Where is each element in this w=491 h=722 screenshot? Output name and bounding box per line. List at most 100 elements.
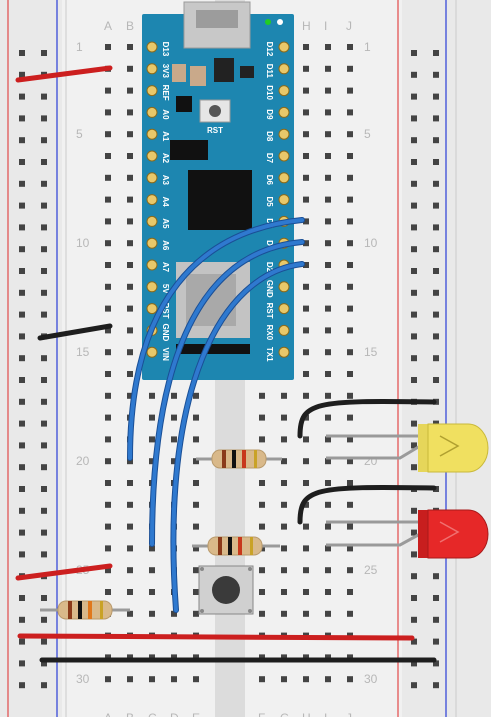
rail-hole [19,420,25,427]
rail-hole [19,442,25,449]
hole [105,480,111,486]
rail-hole [19,464,25,471]
hole [325,676,331,683]
rail-hole [19,507,25,514]
rail-hole [19,333,25,340]
hole [281,392,287,399]
rail-hole [411,660,417,667]
hole [303,87,309,94]
hole [193,392,199,399]
hole [347,305,353,312]
arduino-pin-label: VIN [161,348,170,362]
hole [303,262,309,268]
hole [105,545,111,552]
hole [171,458,177,465]
rail-hole [19,159,25,165]
arduino-pin-label: D10 [265,85,274,100]
rail-hole [19,398,25,405]
rail-hole [19,71,25,78]
hole [325,523,331,530]
rail-hole [41,93,47,100]
rail-hole [411,71,417,78]
hole [105,153,111,159]
hole [127,240,133,247]
black-wire-yellow-led [297,398,437,439]
hole [325,349,331,356]
rail-hole [411,507,417,514]
rail-hole [411,595,417,601]
hole [303,458,309,465]
hole [325,567,331,574]
rail-hole [433,595,439,601]
hole [325,174,331,181]
hole [193,501,199,508]
hole [325,65,331,72]
hole [149,458,155,465]
rail-hole [41,268,47,274]
hole [325,44,331,50]
rail-hole [411,377,417,383]
arduino-pin-label: A5 [161,218,170,229]
rail-hole [41,115,47,122]
arduino-pin-label: A1 [161,131,170,142]
hole [259,567,265,574]
hole [325,196,331,203]
rail-hole [41,355,47,362]
hole [193,436,199,443]
rail-hole [411,202,417,209]
rail-hole [411,224,417,231]
hole [127,545,133,552]
rail-hole [411,268,417,274]
rail-hole [411,616,417,623]
column-letter: B [126,19,134,33]
rail-hole [19,289,25,296]
usb-port [196,10,238,28]
arduino-pin [146,85,158,97]
hole [105,458,111,465]
hole [127,589,133,595]
hole [127,371,133,377]
hole [347,327,353,334]
hole [193,523,199,530]
hole [325,131,331,138]
blue-wire-2 [150,240,304,546]
rail-hole [433,616,439,623]
rail-hole [41,486,47,492]
hole [325,305,331,312]
row-number: 10 [76,236,90,250]
hole [347,240,353,247]
hole [303,65,309,72]
hole [193,589,199,595]
hole [127,523,133,530]
hole [105,283,111,290]
hole [127,131,133,138]
hole [347,371,353,377]
hole [193,654,199,661]
hole [347,44,353,50]
arduino-pin-label: TX1 [265,347,274,362]
rail-hole [411,311,417,318]
hole [193,480,199,486]
rail-hole [433,93,439,100]
hole [127,196,133,203]
hole [303,480,309,486]
hole [347,87,353,94]
hole [281,676,287,683]
column-letter: E [192,711,200,717]
hole [105,218,111,225]
hole [303,676,309,683]
hole [303,327,309,334]
hole [105,131,111,138]
rail-hole [411,50,417,56]
rail-hole [433,224,439,231]
hole [325,545,331,552]
hole [259,610,265,617]
hole [303,436,309,443]
hole [325,654,331,661]
rail-hole [19,486,25,492]
hole [325,153,331,159]
hole [303,109,309,116]
hole [325,610,331,617]
hole [105,567,111,574]
hole [127,567,133,574]
